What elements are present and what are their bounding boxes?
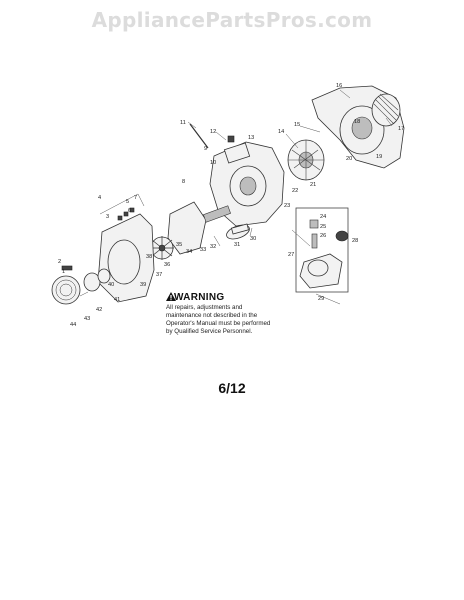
callout-24: 24	[320, 214, 326, 220]
callout-4: 4	[98, 195, 101, 201]
callout-11: 11	[180, 120, 186, 126]
callout-39: 39	[140, 282, 146, 288]
callout-21: 21	[310, 182, 316, 188]
warning-text: All repairs, adjustments and maintenance…	[166, 304, 271, 336]
flywheel	[150, 236, 174, 260]
callout-20: 20	[346, 156, 352, 162]
callout-8: 8	[182, 179, 185, 185]
blower-housing	[311, 85, 405, 169]
callout-43: 43	[84, 316, 90, 322]
callout-30: 30	[250, 236, 256, 242]
callout-23: 23	[284, 203, 290, 209]
callout-40: 40	[108, 282, 114, 288]
callout-19: 19	[376, 154, 382, 160]
fuel-tank-assembly	[295, 207, 349, 305]
starter-housing	[97, 193, 155, 303]
callout-14: 14	[278, 129, 284, 135]
callout-38: 38	[146, 254, 152, 260]
warning-title: WARNING	[174, 292, 225, 303]
shaft	[189, 123, 209, 149]
callout-16: 16	[336, 83, 342, 89]
callout-44: 44	[70, 322, 76, 328]
recoil-starter	[51, 265, 111, 305]
callout-41: 41	[114, 297, 120, 303]
page-number: 6/12	[218, 380, 246, 396]
callout-13: 13	[248, 135, 254, 141]
callout-17: 17	[398, 126, 404, 132]
callout-27: 27	[288, 252, 294, 258]
callout-29: 29	[318, 296, 324, 302]
engine-housing	[209, 135, 285, 227]
callout-12: 12	[210, 129, 216, 135]
callout-6: 6	[128, 208, 131, 214]
callout-36: 36	[164, 262, 170, 268]
callout-34: 34	[186, 249, 192, 255]
warning-icon	[166, 292, 176, 301]
site-watermark: AppliancePartsPros.com	[91, 8, 373, 32]
callout-26: 26	[320, 233, 326, 239]
callout-10: 10	[210, 160, 216, 166]
callout-42: 42	[96, 307, 102, 313]
callout-37: 37	[156, 272, 162, 278]
callout-35: 35	[176, 242, 182, 248]
callout-22: 22	[292, 188, 298, 194]
callout-15: 15	[294, 122, 300, 128]
callout-25: 25	[320, 224, 326, 230]
callout-18: 18	[354, 119, 360, 125]
leader-lines	[79, 89, 393, 297]
callout-31: 31	[234, 242, 240, 248]
callout-9: 9	[204, 146, 207, 152]
callout-33: 33	[200, 247, 206, 253]
impeller	[287, 139, 325, 181]
callout-2: 2	[58, 259, 61, 265]
callout-28: 28	[352, 238, 358, 244]
callout-labels: 1 2 3 4 5 6 7 8 9 10 11 12 13 14 15 16 1…	[58, 83, 404, 328]
callout-5: 5	[126, 199, 129, 205]
callout-32: 32	[210, 244, 216, 250]
callout-3: 3	[106, 214, 109, 220]
spark-plug	[231, 223, 249, 235]
callout-7: 7	[134, 195, 137, 201]
callout-1: 1	[62, 269, 65, 275]
